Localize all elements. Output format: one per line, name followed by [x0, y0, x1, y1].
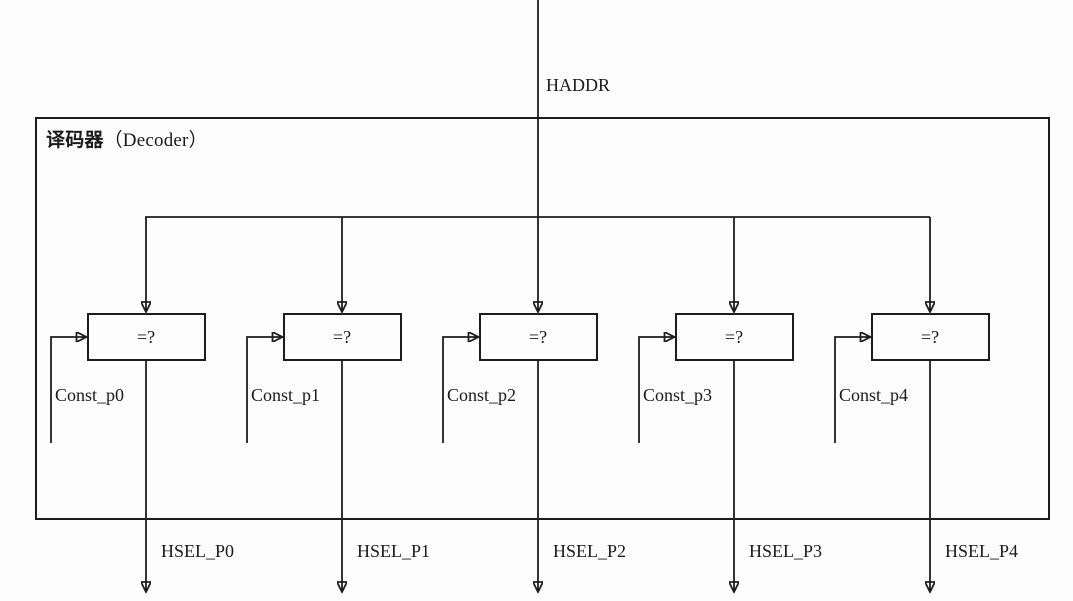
comparator-box: =? [674, 313, 794, 361]
hsel-output-label: HSEL_P0 [161, 541, 235, 561]
comparator-symbol: =? [332, 326, 352, 347]
decoder-title-zh: 译码器 [46, 130, 104, 151]
unit-wiring-4 [834, 217, 930, 592]
unit-wiring-2 [442, 337, 538, 592]
hsel-output-label: HSEL_P2 [553, 541, 627, 561]
const-input-label: Const_p3 [643, 385, 713, 405]
const-elbow-line [50, 337, 87, 443]
const-input-label: Const_p1 [251, 385, 321, 405]
comparator-box: =? [870, 313, 990, 361]
hsel-output-label: HSEL_P4 [945, 541, 1019, 561]
unit-wiring-3 [638, 217, 734, 592]
decoder-title: 译码器（Decoder） [46, 125, 208, 152]
const-elbow-line [834, 337, 871, 443]
unit-wiring-0 [50, 217, 146, 592]
decoder-box [35, 117, 1050, 520]
comparator-box: =? [282, 313, 402, 361]
haddr-signal-label: HADDR [546, 75, 611, 95]
decoder-title-en: （Decoder） [103, 130, 208, 151]
comparator-symbol: =? [528, 326, 548, 347]
const-input-label: Const_p2 [447, 385, 517, 405]
const-input-label: Const_p4 [839, 385, 909, 405]
comparator-box: =? [86, 313, 206, 361]
comparator-box: =? [478, 313, 598, 361]
unit-wiring-1 [246, 217, 342, 592]
const-elbow-line [638, 337, 675, 443]
comparator-symbol: =? [136, 326, 156, 347]
hsel-output-label: HSEL_P3 [749, 541, 823, 561]
comparator-symbol: =? [920, 326, 940, 347]
comparator-symbol: =? [724, 326, 744, 347]
const-input-label: Const_p0 [55, 385, 125, 405]
const-elbow-line [442, 337, 479, 443]
const-elbow-line [246, 337, 283, 443]
hsel-output-label: HSEL_P1 [357, 541, 431, 561]
